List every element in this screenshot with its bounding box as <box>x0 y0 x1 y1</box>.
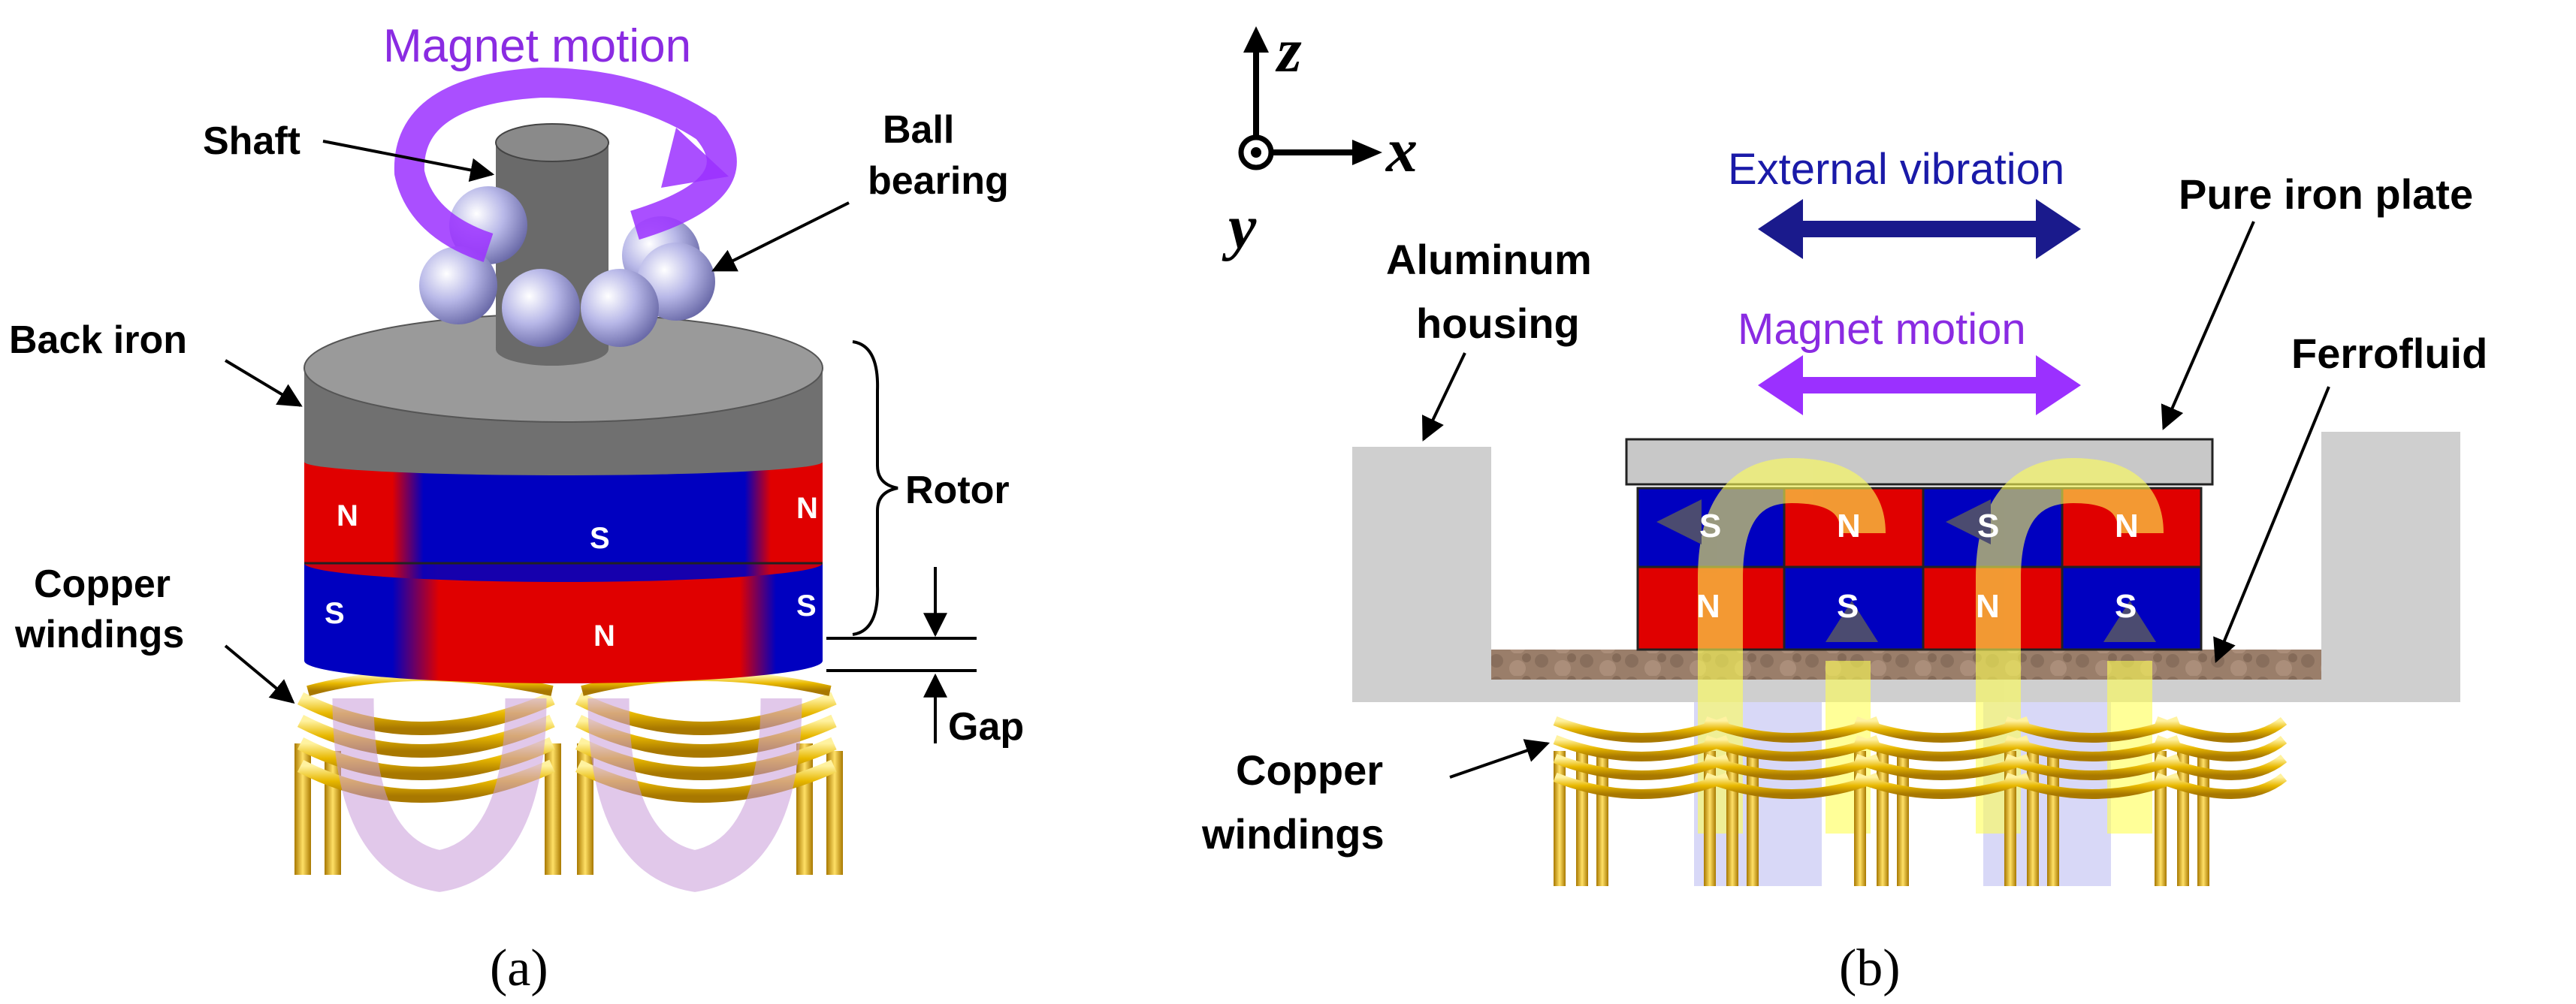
pole-top-4: N <box>2115 508 2139 544</box>
pole-upper-center: S <box>590 522 610 555</box>
axis-y-label: y <box>1222 192 1257 262</box>
flux-loop <box>587 698 802 892</box>
shaft-label: Shaft <box>203 119 300 163</box>
magnet-motion-label-b: Magnet motion <box>1738 305 2026 354</box>
pole-upper-left: N <box>337 499 358 532</box>
external-vibration-arrow <box>1758 199 2081 259</box>
aluminum-housing-label-1: Aluminum <box>1386 236 1592 283</box>
copper-windings-label-b-2: windings <box>1201 810 1385 858</box>
aluminum-housing-leader <box>1421 352 1466 442</box>
pole-lower-center: N <box>593 620 615 653</box>
axis-z-label: z <box>1275 16 1302 86</box>
ball-bearing-leader <box>711 201 850 272</box>
pole-bottom-2: S <box>1837 588 1859 625</box>
ball-bearing <box>419 186 715 347</box>
pure-iron-plate-leader <box>2161 221 2255 430</box>
coil-turns <box>1553 716 2288 799</box>
copper-windings-label-a-1: Copper <box>34 562 171 606</box>
magnet-motion-label-a: Magnet motion <box>383 20 691 72</box>
ball-bearing-label-2: bearing <box>868 159 1009 203</box>
back-iron-leader <box>224 359 303 407</box>
rotor-label: Rotor <box>905 469 1010 512</box>
gap-indicator <box>826 567 977 743</box>
pure-iron-plate-label: Pure iron plate <box>2179 170 2473 218</box>
pole-lower-right: S <box>796 589 817 623</box>
copper-windings-label-a-2: windings <box>14 613 184 656</box>
aluminum-housing-label-2: housing <box>1416 300 1580 347</box>
pole-top-3: S <box>1977 508 1999 544</box>
pole-top-2: N <box>1837 508 1861 544</box>
copper-windings-label-b-1: Copper <box>1236 746 1383 794</box>
copper-windings-a <box>294 671 843 892</box>
flux-loop <box>332 698 547 892</box>
ball-bearing-label-1: Ball <box>883 108 954 152</box>
pole-bottom-4: S <box>2115 588 2137 625</box>
caption-a: (a) <box>490 939 548 997</box>
axes <box>1238 26 1382 170</box>
panel-b: z x y <box>1201 16 2487 997</box>
copper-windings-leader-a <box>224 644 295 704</box>
copper-windings-b <box>1553 716 2288 886</box>
axis-x-label: x <box>1385 116 1418 185</box>
pole-top-1: S <box>1699 508 1721 544</box>
ferrofluid-layer <box>1491 650 2321 680</box>
ferrofluid-label: Ferrofluid <box>2291 330 2487 377</box>
back-iron-label: Back iron <box>9 318 187 362</box>
ferrofluid-leader <box>2213 386 2330 663</box>
gap-label: Gap <box>948 705 1024 749</box>
copper-windings-leader-b <box>1449 739 1551 779</box>
pole-upper-right: N <box>796 492 818 525</box>
rotor-brace <box>852 340 898 636</box>
caption-b: (b) <box>1839 939 1901 997</box>
panel-a: N S N S N S Magnet motion Shaft Ball <box>9 20 1024 997</box>
pole-lower-left: S <box>325 597 345 630</box>
shaft-leader <box>322 140 495 182</box>
rotor-upper-ring <box>304 458 823 582</box>
external-vibration-label: External vibration <box>1728 145 2064 194</box>
back-iron <box>304 313 823 475</box>
pole-bottom-3: N <box>1976 588 2000 625</box>
magnet-motion-arrow-b <box>1758 355 2081 415</box>
pole-bottom-1: N <box>1696 588 1720 625</box>
magnet-motion-arrow <box>394 67 737 262</box>
